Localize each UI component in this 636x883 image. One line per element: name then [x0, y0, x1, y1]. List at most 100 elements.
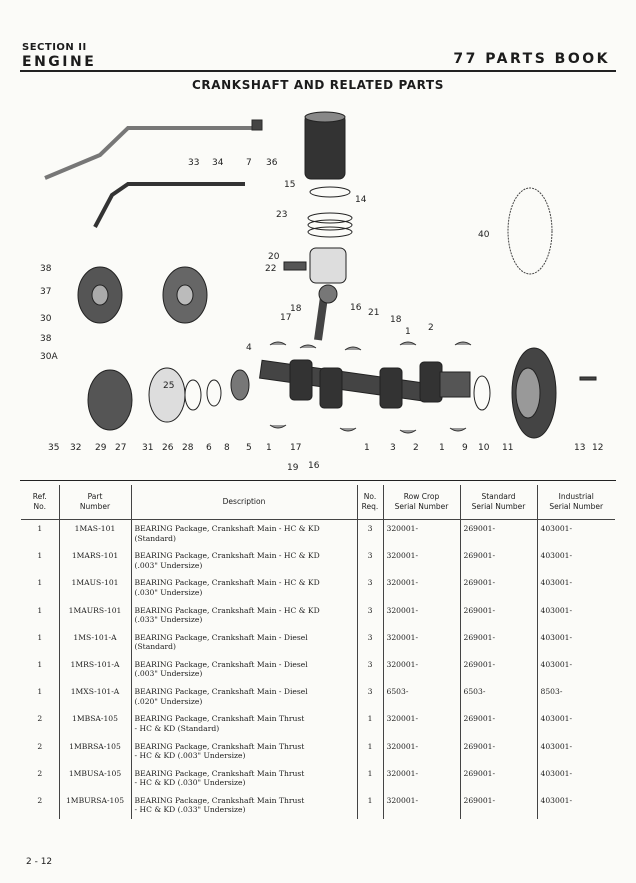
- description-detail: - HC & KD (.033" Undersize): [134, 805, 246, 815]
- row-crop-serial-cell: 320001-: [382, 764, 460, 792]
- callout: 16: [308, 461, 320, 471]
- description-detail: (.030" Undersize): [134, 587, 203, 597]
- ref-cell: 2: [37, 768, 43, 778]
- bearing-shells: [269, 341, 472, 434]
- industrial-serial-cell: 403001-: [536, 547, 615, 575]
- ref-cell: 1: [37, 687, 43, 697]
- ref-cell: 1: [37, 524, 43, 533]
- part-number-cell: 1MAURS-101: [58, 601, 131, 629]
- description-cell: BEARING Package, Crankshaft Main Thrust-…: [130, 710, 357, 738]
- req-cell: 1: [356, 764, 383, 792]
- book-title: 77 PARTS BOOK: [453, 51, 610, 67]
- callout: 13: [574, 443, 585, 453]
- callout: 16: [350, 303, 362, 313]
- description-line: BEARING Package, Crankshaft Main - Diese…: [134, 632, 308, 642]
- part-number-cell: 1MARS-101: [58, 547, 131, 575]
- row-crop-serial-cell: 320001-: [382, 574, 460, 602]
- standard-serial-cell: 269001-: [459, 628, 537, 656]
- description-line: BEARING Package, Crankshaft Main - HC & …: [134, 524, 320, 533]
- standard-serial-cell: 269001-: [459, 655, 537, 684]
- standard-serial-cell: 269001-: [459, 547, 537, 575]
- flywheel: [473, 347, 597, 439]
- callout: 38: [40, 334, 52, 344]
- callout: 1: [439, 443, 445, 453]
- callout: 21: [368, 308, 379, 318]
- callout: 15: [284, 180, 295, 190]
- callout: 37: [40, 287, 51, 297]
- standard-serial-cell: 269001-: [459, 764, 537, 792]
- standard-serial-cell: 269001-: [459, 601, 537, 629]
- callout: 22: [265, 264, 276, 274]
- part-number-cell: 1MBUSA-105: [58, 764, 131, 792]
- page-number: 2 - 12: [26, 857, 53, 867]
- row-crop-serial-cell: 6503-: [382, 683, 460, 711]
- row-crop-serial-cell: 320001-: [382, 710, 460, 738]
- callout: 34: [212, 158, 224, 168]
- ref-cell: 2: [37, 741, 43, 751]
- description-detail: - HC & KD (Standard): [134, 723, 220, 733]
- callout: 36: [266, 158, 278, 168]
- description-cell: BEARING Package, Crankshaft Main Thrust-…: [130, 791, 357, 820]
- standard-serial-cell: 6503-: [459, 683, 537, 711]
- col-ref: Ref. No.: [21, 485, 59, 520]
- callout: 35: [48, 443, 59, 453]
- row-crop-serial-cell: 320001-: [382, 628, 460, 656]
- col-part-number: Part Number: [58, 485, 131, 520]
- part-number-cell: 1MAS-101: [58, 519, 131, 548]
- ring-seal: [507, 187, 553, 275]
- req-cell: 3: [356, 519, 383, 548]
- callout: 32: [70, 443, 81, 453]
- industrial-serial-cell: 403001-: [536, 791, 615, 820]
- callout: 28: [182, 443, 194, 453]
- row-crop-serial-cell: 320001-: [382, 601, 460, 629]
- part-number-cell: 1MAUS-101: [58, 574, 131, 602]
- callout: 6: [206, 443, 212, 453]
- callout: 25: [163, 381, 174, 391]
- description-detail: (.003" Undersize): [134, 560, 203, 570]
- req-cell: 3: [356, 655, 383, 684]
- col-req: No. Req.: [356, 485, 383, 520]
- description-detail: (.033" Undersize): [134, 615, 203, 625]
- standard-serial-cell: 269001-: [459, 574, 537, 602]
- description-cell: BEARING Package, Crankshaft Main - Diese…: [130, 628, 357, 656]
- industrial-serial-cell: 403001-: [536, 764, 615, 792]
- callout: 1: [364, 443, 370, 453]
- callout: 38: [40, 264, 52, 274]
- page-title: CRANKSHAFT AND RELATED PARTS: [192, 78, 444, 92]
- callout: 11: [502, 443, 513, 453]
- part-number-cell: 1MRS-101-A: [58, 655, 131, 684]
- callout: 3: [390, 443, 396, 453]
- row-crop-serial-cell: 320001-: [382, 547, 460, 575]
- description-line: BEARING Package, Crankshaft Main Thrust: [134, 714, 305, 724]
- callout: 23: [276, 210, 287, 220]
- callout: 12: [592, 443, 603, 453]
- ref-cell: 1: [37, 659, 43, 669]
- industrial-serial-cell: 403001-: [536, 710, 615, 738]
- description-line: BEARING Package, Crankshaft Main Thrust: [134, 768, 305, 778]
- callout: 4: [246, 343, 252, 353]
- callout: 18: [390, 315, 402, 325]
- description-cell: BEARING Package, Crankshaft Main - HC & …: [130, 601, 357, 629]
- callout: 1: [266, 443, 272, 453]
- header-rule: [20, 70, 616, 72]
- req-cell: 1: [356, 791, 383, 820]
- col-standard: Standard Serial Number: [459, 485, 537, 520]
- col-row-crop: Row Crop Serial Number: [382, 485, 460, 520]
- req-cell: 3: [356, 574, 383, 602]
- description-cell: BEARING Package, Crankshaft Main - Diese…: [130, 683, 357, 711]
- req-cell: 3: [356, 628, 383, 656]
- callout-labels: 33 34 7 36 15 14 23 40 20 22 38 37 30 38…: [40, 158, 603, 473]
- callout: 40: [478, 230, 490, 240]
- part-number-cell: 1MBRSA-105: [58, 737, 131, 765]
- crankshaft: [259, 359, 471, 409]
